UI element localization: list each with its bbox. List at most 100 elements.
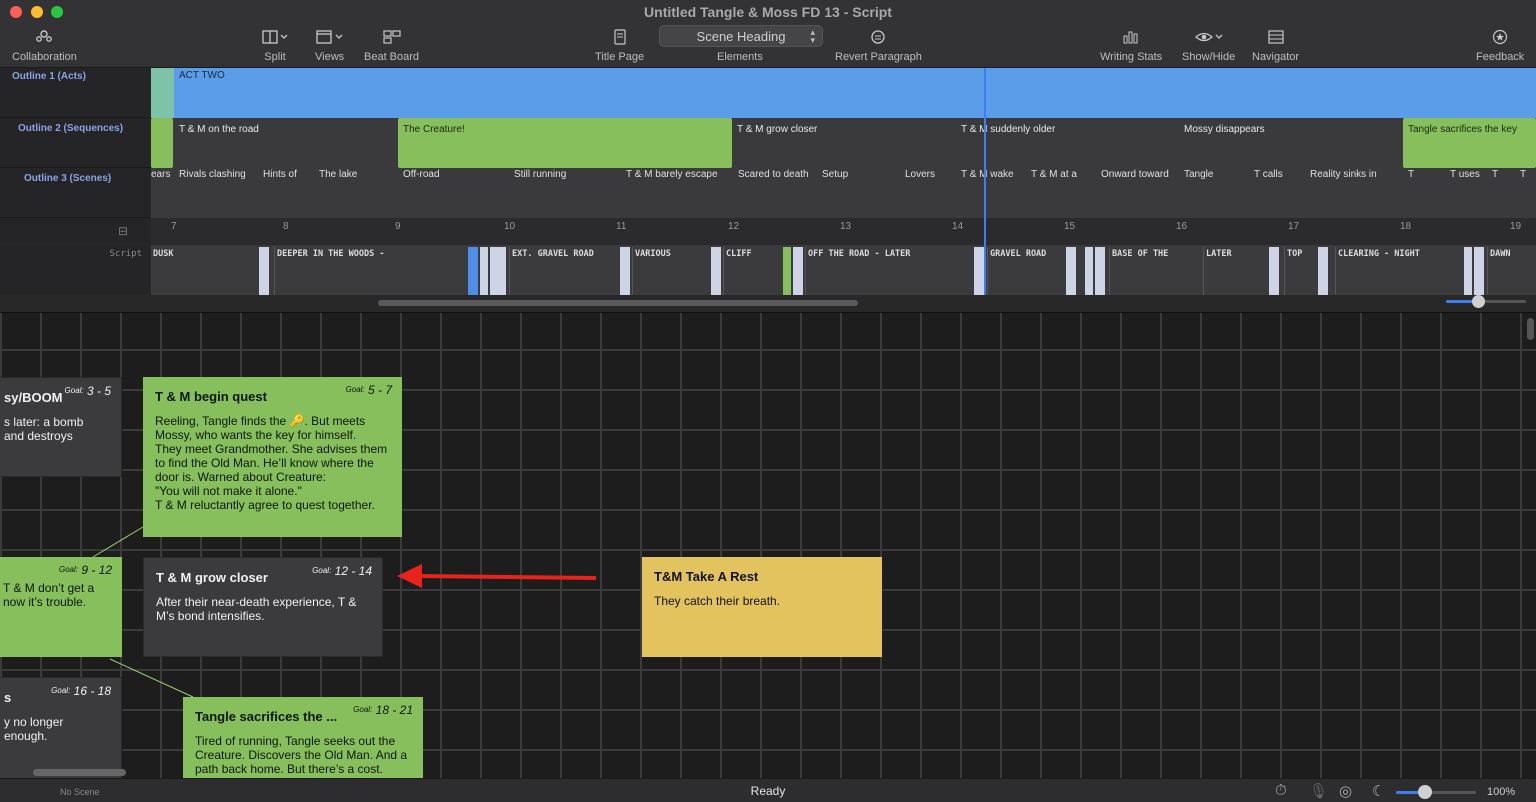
scene-marker[interactable] xyxy=(1464,247,1472,295)
script-heading[interactable]: EXT. GRAVEL ROAD xyxy=(509,247,619,295)
scene-marker[interactable] xyxy=(1474,247,1484,295)
scene-label[interactable]: Rivals clashing xyxy=(179,169,246,180)
beat-card[interactable]: Goal: 18 - 21 Tangle sacrifices the ... … xyxy=(183,697,423,778)
scene-label[interactable]: Scared to death xyxy=(738,169,809,180)
scene-marker[interactable] xyxy=(1085,247,1093,295)
script-heading[interactable]: OFF THE ROAD - LATER xyxy=(805,247,973,295)
minimize-window-button[interactable] xyxy=(31,6,43,18)
show-hide-button[interactable]: Show/Hide xyxy=(1182,26,1235,63)
sequence-segment[interactable]: Tangle sacrifices the key xyxy=(1403,118,1536,168)
script-heading[interactable]: DEEPER IN THE WOODS - xyxy=(274,247,467,295)
sequence-segment[interactable]: T & M on the road xyxy=(174,118,398,168)
microphone-icon[interactable]: 🎙 xyxy=(1309,783,1329,800)
scene-marker[interactable] xyxy=(1318,247,1328,295)
board-vertical-scrollbar[interactable] xyxy=(1527,318,1534,340)
select-arrows-icon: ▴▾ xyxy=(810,27,815,45)
script-heading[interactable]: DAWN xyxy=(1487,247,1536,295)
title-page-button[interactable]: Title Page xyxy=(595,26,644,63)
close-window-button[interactable] xyxy=(10,6,22,18)
scene-label[interactable]: T xyxy=(1520,169,1527,180)
scene-marker[interactable] xyxy=(711,247,721,295)
timeline-horizontal-scrollbar[interactable] xyxy=(378,300,858,306)
beat-card[interactable]: Goal: 12 - 14 T & M grow closer After th… xyxy=(143,557,383,657)
scene-marker[interactable] xyxy=(259,247,269,295)
timer-icon[interactable]: ⏱ xyxy=(1275,782,1287,799)
scene-marker[interactable] xyxy=(793,247,803,295)
script-heading[interactable]: BASE OF THE xyxy=(1109,247,1203,295)
page-ruler: 7 8 9 10 11 12 13 14 15 16 17 18 19 xyxy=(151,218,1536,244)
scene-marker[interactable] xyxy=(1066,247,1076,295)
scene-label[interactable]: T xyxy=(1492,169,1499,180)
scene-label[interactable]: Lovers xyxy=(905,169,936,180)
scene-marker[interactable] xyxy=(1095,247,1105,295)
act-segment-prev[interactable] xyxy=(151,68,174,118)
scene-marker[interactable] xyxy=(490,247,506,295)
zoom-window-button[interactable] xyxy=(51,6,63,18)
sequence-segment[interactable]: The Creature! xyxy=(398,118,732,168)
sequence-segment-prev[interactable] xyxy=(151,118,173,168)
sequence-segment[interactable]: Mossy disappears xyxy=(1179,118,1403,168)
scene-label[interactable]: The lake xyxy=(319,169,358,180)
scene-label[interactable]: T & M wake xyxy=(961,169,1014,180)
scene-label[interactable]: ears xyxy=(151,169,171,180)
revert-paragraph-button[interactable]: Revert Paragraph xyxy=(835,26,922,63)
scene-marker[interactable] xyxy=(480,247,488,295)
script-heading[interactable]: CLIFF xyxy=(723,247,783,295)
target-icon[interactable]: ◎ xyxy=(1339,783,1353,800)
scene-label[interactable]: Off-road xyxy=(403,169,440,180)
timeline-playhead[interactable] xyxy=(984,68,986,295)
timeline-zoom-slider[interactable] xyxy=(1446,295,1526,308)
ruler-tick: 14 xyxy=(952,221,964,232)
sequence-segment[interactable]: T & M grow closer xyxy=(732,118,956,168)
scene-label[interactable]: T & M at a xyxy=(1031,169,1077,180)
zoom-slider[interactable] xyxy=(1396,785,1476,799)
script-row-label: Script xyxy=(0,245,150,295)
script-heading[interactable]: CLEARING - NIGHT xyxy=(1335,247,1463,295)
timeline-zoom-knob[interactable] xyxy=(1471,295,1485,308)
script-heading[interactable]: DUSK xyxy=(153,249,174,259)
act-segment[interactable]: ACT TWO xyxy=(174,68,1536,118)
script-heading[interactable]: GRAVEL ROAD xyxy=(987,247,1065,295)
beat-card[interactable]: T&M Take A Rest They catch their breath. xyxy=(642,557,882,657)
page-icon: ⊟ xyxy=(118,224,129,238)
beat-card[interactable]: Goal: 9 - 12 T & M don’t get a now it’s … xyxy=(0,557,122,657)
script-heading[interactable]: LATER xyxy=(1203,247,1269,295)
beat-card[interactable]: Goal: 3 - 5 sy/BOOM s later: a bomb and … xyxy=(0,377,122,477)
moon-icon[interactable]: ☾ xyxy=(1372,783,1386,800)
element-type-select[interactable]: Scene Heading ▴▾ xyxy=(659,25,823,47)
scene-marker[interactable] xyxy=(620,247,630,295)
scene-label[interactable]: T & M barely escape xyxy=(626,169,718,180)
scene-marker[interactable] xyxy=(1269,247,1279,295)
scene-label[interactable]: Onward toward xyxy=(1101,169,1169,180)
sequence-segment[interactable]: T & M suddenly older xyxy=(956,118,1179,168)
navigator-button[interactable]: Navigator xyxy=(1252,26,1299,63)
scene-marker-selected[interactable] xyxy=(468,247,478,295)
feedback-button[interactable]: Feedback xyxy=(1476,26,1524,63)
card-title: s xyxy=(4,690,12,705)
scene-label[interactable]: T xyxy=(1408,169,1415,180)
scene-label[interactable]: Tangle xyxy=(1184,169,1214,180)
script-heading[interactable]: TOP xyxy=(1284,247,1318,295)
board-horizontal-scrollbar[interactable] xyxy=(33,769,126,776)
card-goal: Goal: 16 - 18 xyxy=(51,684,111,698)
writing-stats-button[interactable]: Writing Stats xyxy=(1100,26,1162,63)
script-heading[interactable]: VARIOUS xyxy=(632,247,714,295)
split-button[interactable]: Split xyxy=(262,26,288,63)
scene-label[interactable]: Reality sinks in xyxy=(1310,169,1377,180)
beat-board-canvas[interactable]: Goal: 3 - 5 sy/BOOM s later: a bomb and … xyxy=(0,312,1536,778)
scene-label[interactable]: T uses xyxy=(1450,169,1480,180)
scene-marker[interactable] xyxy=(783,247,791,295)
beat-card[interactable]: Goal: 16 - 18 s y no longer enough. xyxy=(0,677,122,778)
zoom-slider-knob[interactable] xyxy=(1417,785,1432,799)
scene-label[interactable]: Still running xyxy=(514,169,567,180)
scene-label[interactable]: Setup xyxy=(822,169,849,180)
card-title: T & M grow closer xyxy=(156,570,268,585)
beat-card[interactable]: Goal: 5 - 7 T & M begin quest Reeling, T… xyxy=(143,377,402,537)
collaboration-button[interactable]: Collaboration xyxy=(12,26,77,63)
views-icon xyxy=(315,26,344,48)
scene-marker[interactable] xyxy=(974,247,984,295)
views-button[interactable]: Views xyxy=(315,26,344,63)
scene-label[interactable]: T calls xyxy=(1254,169,1283,180)
scene-label[interactable]: Hints of xyxy=(263,169,297,180)
beat-board-button[interactable]: Beat Board xyxy=(364,26,419,63)
